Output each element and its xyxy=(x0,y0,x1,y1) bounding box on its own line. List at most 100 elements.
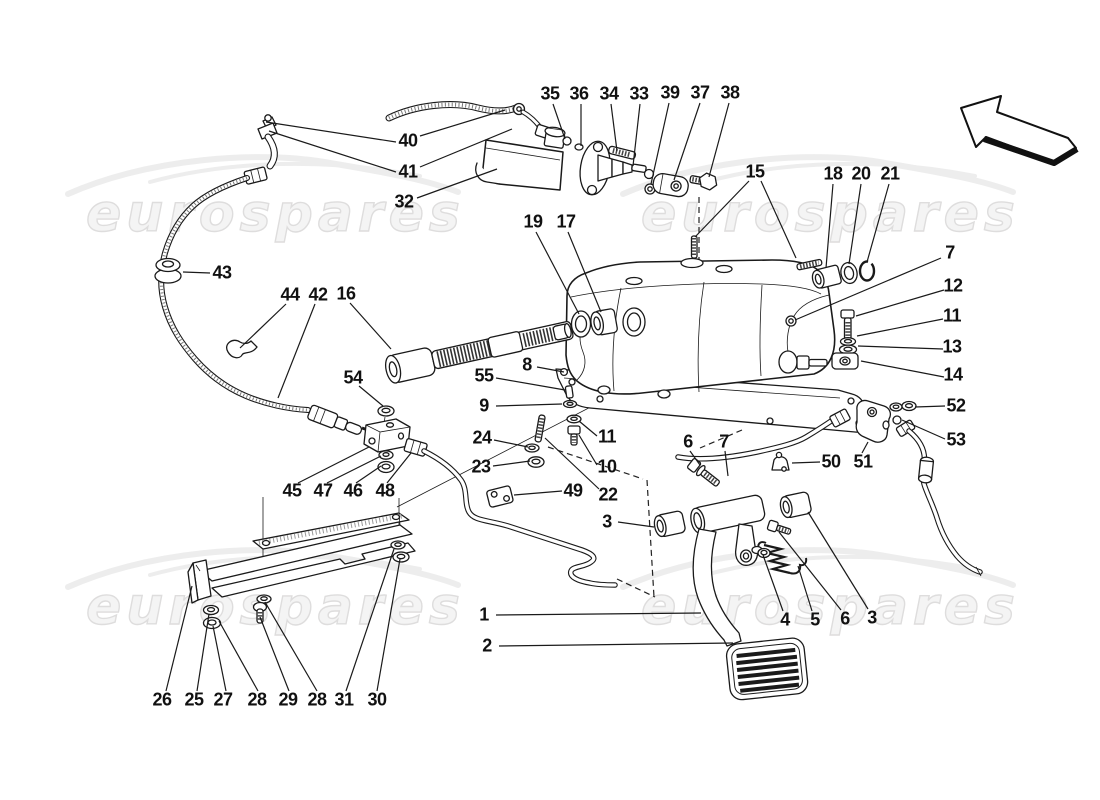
spring-bolt-6 xyxy=(766,519,792,535)
leader-line xyxy=(536,366,565,373)
bushing-17 xyxy=(590,308,618,336)
leader-line xyxy=(355,465,382,484)
leader-line xyxy=(264,601,318,692)
leader-line xyxy=(762,554,784,612)
leader-line xyxy=(239,303,287,349)
leader-line xyxy=(544,437,600,490)
stud-15b xyxy=(796,258,823,271)
washer-36 xyxy=(574,143,584,151)
leader-line xyxy=(578,420,598,437)
leader-lines xyxy=(165,102,946,692)
leader-line xyxy=(760,180,797,259)
leader-line xyxy=(196,613,210,692)
leader-line xyxy=(578,434,598,466)
leader-line xyxy=(495,612,702,616)
leader-line xyxy=(825,183,834,269)
leader-line xyxy=(855,289,945,317)
leader-line xyxy=(856,318,944,337)
seal-ring-19 xyxy=(570,310,592,338)
clutch-pedal-drawing xyxy=(653,458,812,701)
leader-line xyxy=(861,441,869,454)
leader-line xyxy=(492,460,531,467)
leader-line xyxy=(165,585,193,692)
stud-22 xyxy=(534,414,546,443)
leader-line xyxy=(498,642,734,647)
leader-line xyxy=(277,303,316,399)
leader-line xyxy=(268,130,397,173)
leader-line xyxy=(419,128,513,168)
leader-line xyxy=(212,625,227,692)
leader-line xyxy=(182,271,211,274)
leader-line xyxy=(791,461,821,464)
leader-line xyxy=(708,102,730,178)
leader-line xyxy=(901,419,946,440)
leader-line xyxy=(694,180,750,238)
leader-line xyxy=(860,360,945,378)
pivot-bolt-6-7 xyxy=(687,458,720,487)
leader-line xyxy=(794,257,942,321)
hose-coupling xyxy=(917,456,935,484)
leader-line xyxy=(419,109,506,137)
bolt-10-head xyxy=(567,425,581,435)
leader-line xyxy=(724,450,729,477)
leader-line xyxy=(326,455,382,484)
leader-line xyxy=(807,511,869,610)
watermark-layer: eurospares eurospares eurospares eurospa… xyxy=(65,154,1020,638)
leader-line xyxy=(610,103,618,152)
leader-line xyxy=(513,490,563,496)
pipe-clamp-50 xyxy=(771,451,790,472)
leader-line xyxy=(617,521,655,528)
leader-line xyxy=(650,102,670,185)
pedal-arm xyxy=(692,528,742,647)
leader-line xyxy=(495,377,566,391)
leader-line xyxy=(218,620,259,692)
grommet-43 xyxy=(154,257,182,284)
clevis-bolt-head xyxy=(796,355,810,370)
hose-ferrule xyxy=(243,166,268,185)
pivot-bushing-3-right xyxy=(779,491,812,519)
clevis-37 xyxy=(652,172,689,198)
leader-line xyxy=(297,446,370,484)
cable-adjuster xyxy=(307,404,363,435)
clutch-cable-assembly-drawing xyxy=(154,114,372,435)
pedal-pad xyxy=(725,637,809,701)
leader-line xyxy=(914,405,946,408)
leader-line xyxy=(535,231,580,315)
leader-line xyxy=(673,102,701,181)
leader-line xyxy=(866,183,890,263)
pedal-bracket-drawing xyxy=(187,512,416,630)
stud-34 xyxy=(608,145,637,160)
watermark-text: eurospares xyxy=(641,184,1020,244)
leader-line xyxy=(797,565,813,612)
pushrod-boot-33 xyxy=(597,154,613,182)
bolt-12-head xyxy=(840,309,855,319)
pipe-clamp-49 xyxy=(486,485,514,508)
leader-line xyxy=(493,439,529,448)
clutch-housing-cover-drawing xyxy=(524,235,876,468)
leader-line xyxy=(265,121,397,143)
clutch-pipe-drawing xyxy=(421,448,618,588)
leader-line xyxy=(416,168,498,199)
snap-ring-21 xyxy=(858,260,876,282)
pipe-and-bracket-drawing xyxy=(675,399,983,577)
bushing-18 xyxy=(811,264,842,289)
leader-line xyxy=(386,452,412,484)
fitting-53 xyxy=(892,415,902,425)
watermark-text: eurospares xyxy=(86,577,465,637)
direction-arrow-icon xyxy=(960,95,1079,166)
input-shaft-drawing xyxy=(384,320,574,384)
cable-junction-block-drawing xyxy=(363,405,428,474)
master-cylinder-drawing xyxy=(385,101,718,198)
stud-55 xyxy=(564,385,574,399)
leader-line xyxy=(689,450,701,466)
leader-line xyxy=(495,403,563,407)
clevis-bolt-38 xyxy=(689,172,718,191)
reservoir-neck xyxy=(543,126,566,149)
leader-line xyxy=(567,231,602,313)
leader-line xyxy=(259,616,290,692)
leader-line xyxy=(552,103,566,140)
leader-line xyxy=(857,345,944,350)
pipe-end-fitting xyxy=(829,408,851,428)
